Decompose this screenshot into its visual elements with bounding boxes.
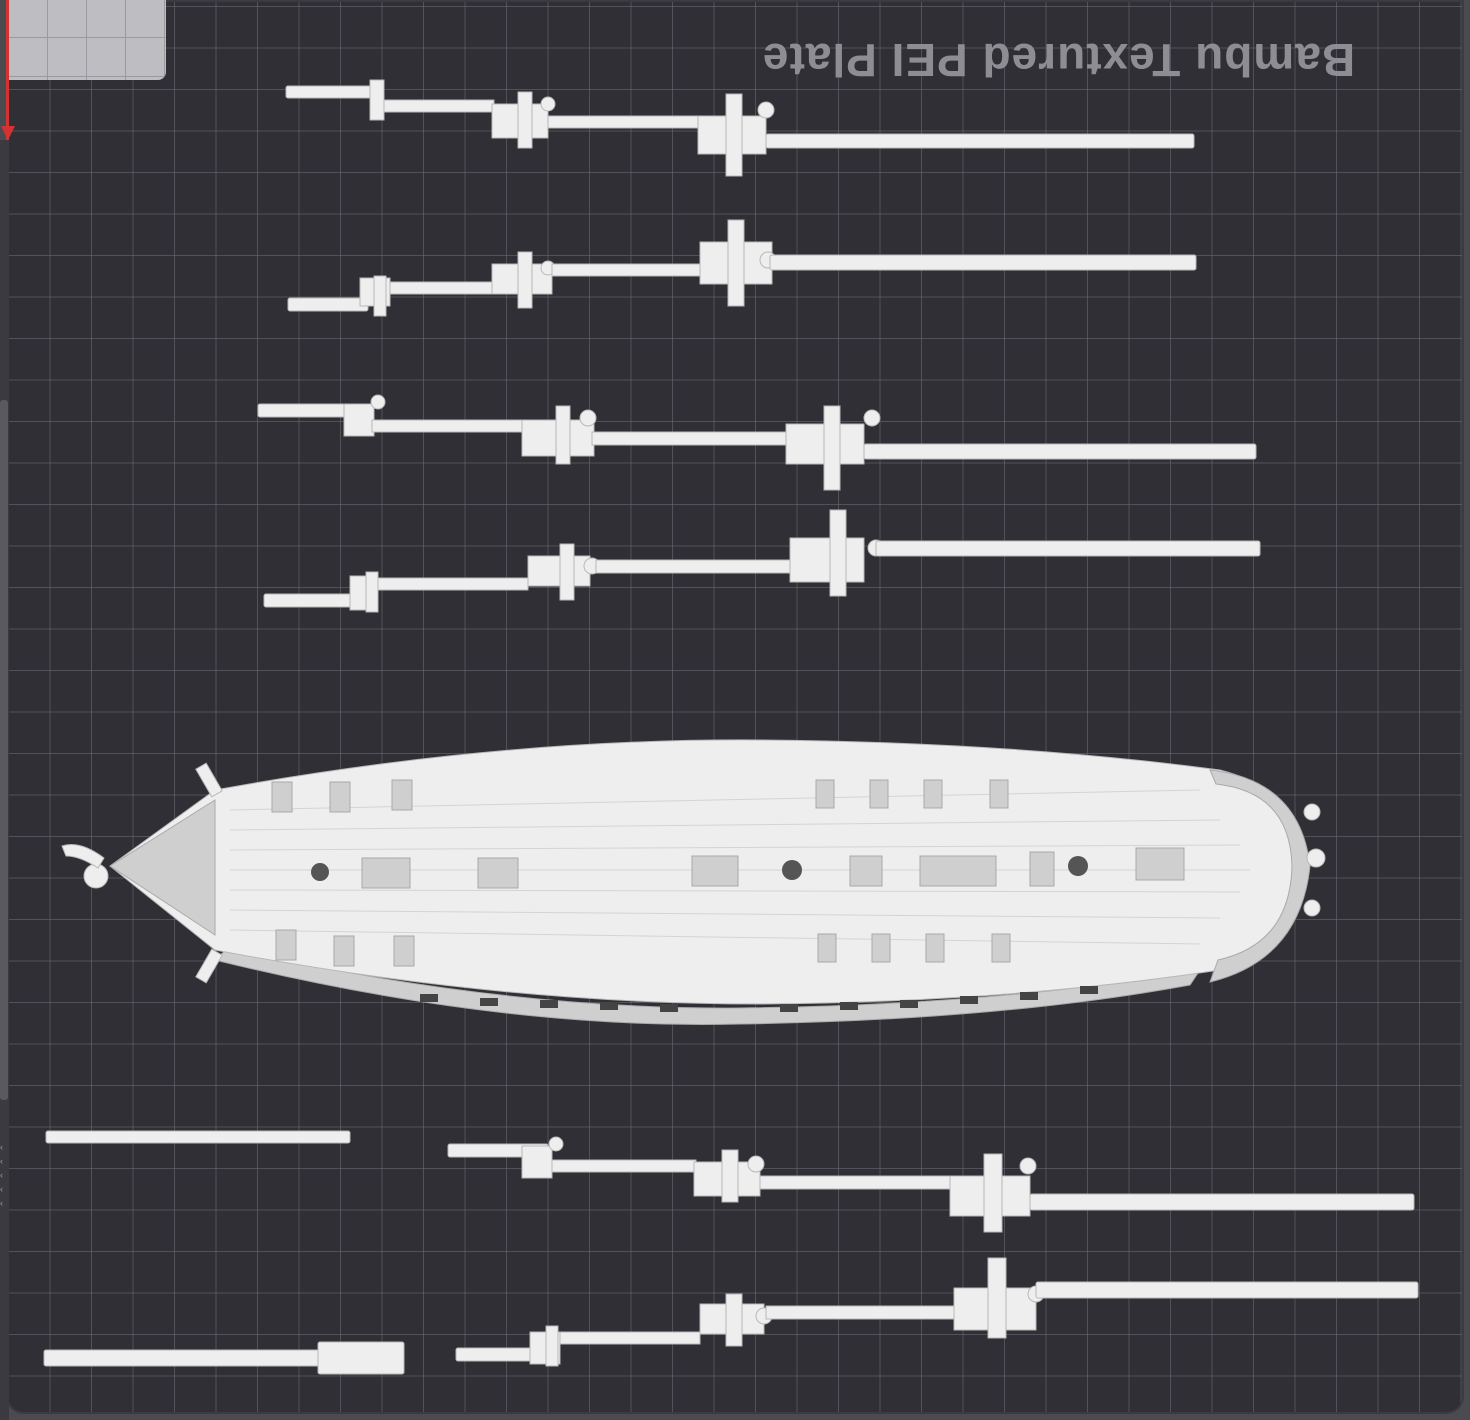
spar-2[interactable] bbox=[43, 1341, 405, 1375]
plate-corner-tile bbox=[8, 0, 166, 80]
mast-assembly-1[interactable] bbox=[285, 79, 1195, 177]
mast-assembly-2[interactable] bbox=[287, 219, 1197, 317]
mast-assembly-4[interactable] bbox=[263, 509, 1261, 613]
mast-assembly-3[interactable] bbox=[257, 394, 1257, 491]
axis-arrowhead-icon bbox=[1, 126, 15, 140]
mast-assembly-5[interactable] bbox=[447, 1136, 1415, 1233]
mast-assembly-6[interactable] bbox=[455, 1257, 1419, 1367]
left-panel-chevrons-icon: ‹‹‹‹‹ bbox=[0, 1142, 3, 1208]
ship-hull[interactable] bbox=[61, 739, 1326, 1025]
spar-1[interactable] bbox=[45, 1130, 351, 1144]
y-axis-arrow-icon bbox=[6, 0, 9, 140]
left-panel-scrollbar[interactable] bbox=[0, 400, 8, 1100]
